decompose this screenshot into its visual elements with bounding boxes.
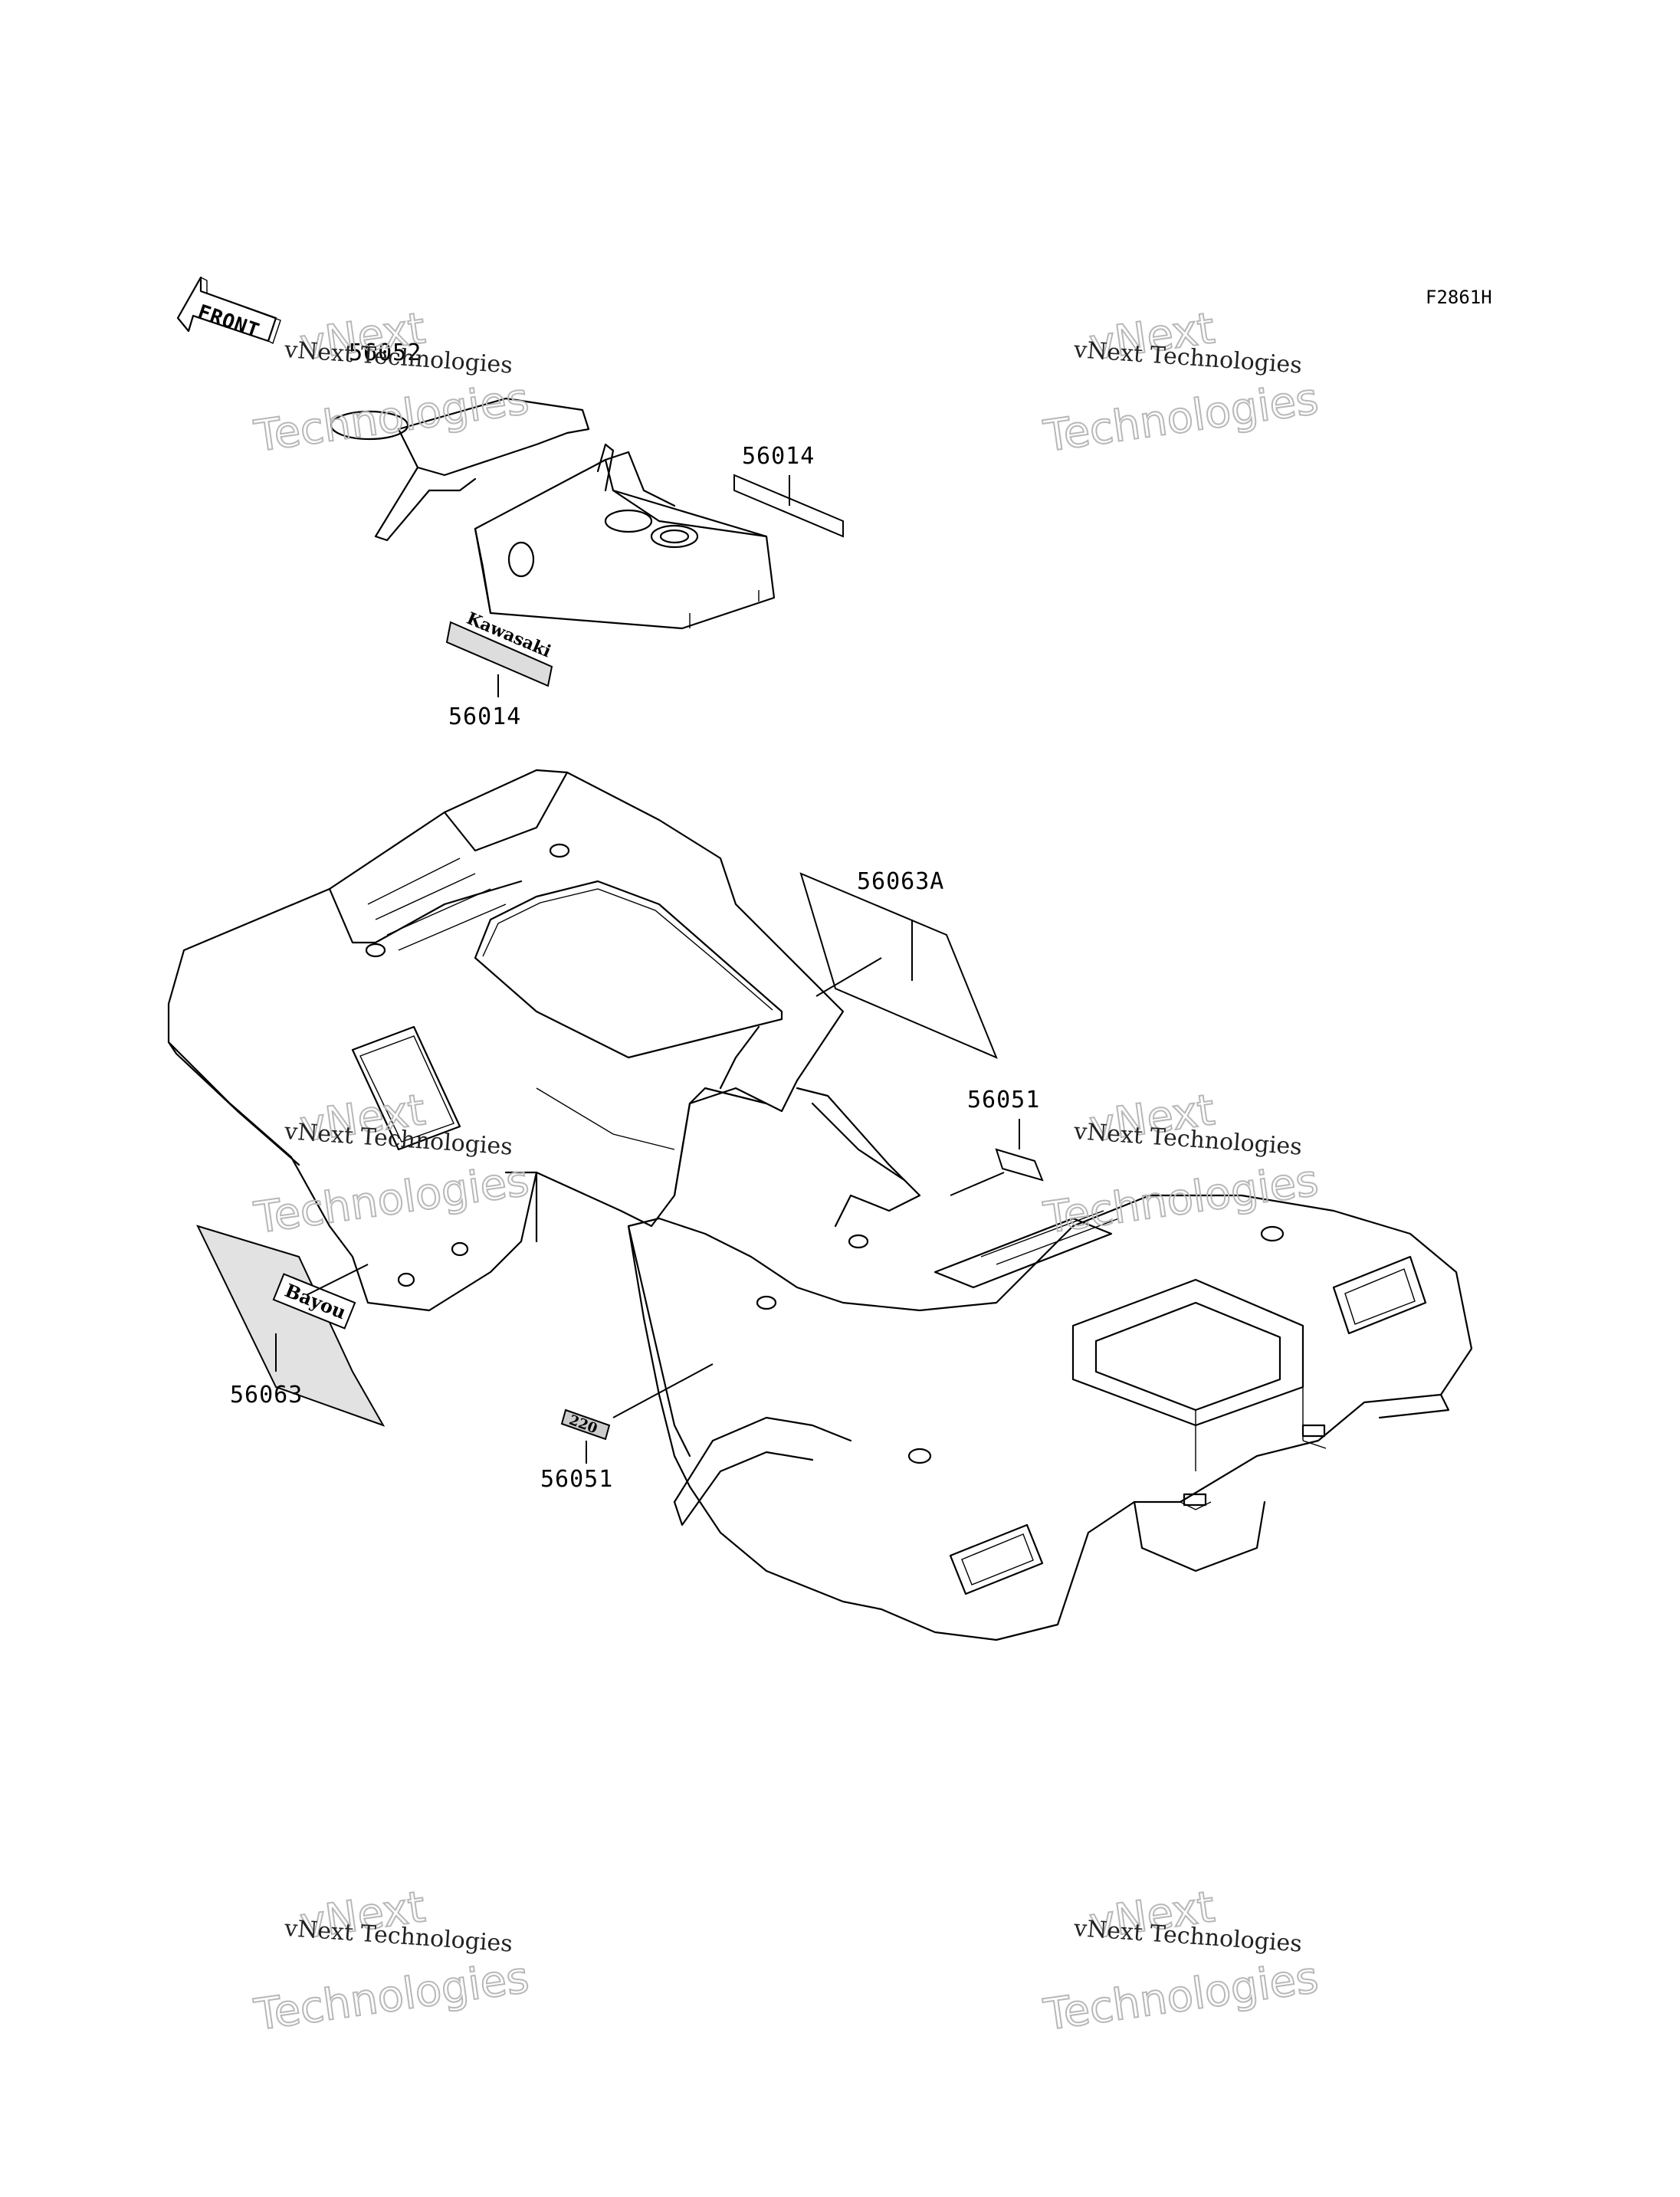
svg-text:Technologies: Technologies — [1041, 1953, 1321, 2041]
callout-56063A: 56063A — [857, 868, 944, 895]
svg-text:Technologies: Technologies — [251, 1953, 532, 2041]
callout-56014-top: 56014 — [742, 443, 815, 470]
front-arrow-icon: FRONT — [176, 276, 281, 344]
svg-text:Technologies: Technologies — [1041, 1156, 1321, 1244]
front-cover-part — [330, 397, 776, 630]
front-label: FRONT — [195, 300, 263, 343]
decal-56063A — [799, 872, 998, 1059]
callout-56052: 56052 — [349, 339, 422, 366]
svg-text:Technologies: Technologies — [251, 374, 532, 462]
decal-56051-right — [995, 1148, 1044, 1182]
model-badge: 220 — [560, 1363, 714, 1464]
reflector-ellipse — [330, 410, 409, 441]
model-text: 220 — [567, 1412, 599, 1438]
kawasaki-decal: Kawasaki — [445, 608, 554, 697]
callout-56014-bottom: 56014 — [448, 703, 521, 730]
rear-fender-part — [627, 1087, 1473, 1641]
callout-56063: 56063 — [230, 1382, 303, 1408]
callout-56051-bottom: 56051 — [540, 1466, 613, 1493]
svg-text:Technologies: Technologies — [251, 1156, 532, 1244]
svg-text:Technologies: Technologies — [1041, 374, 1321, 462]
figure-code: F2861H — [1426, 287, 1492, 308]
front-fender-part — [167, 769, 845, 1312]
bayou-decal: Bayou — [196, 1225, 386, 1427]
callout-56051-right: 56051 — [967, 1087, 1040, 1113]
